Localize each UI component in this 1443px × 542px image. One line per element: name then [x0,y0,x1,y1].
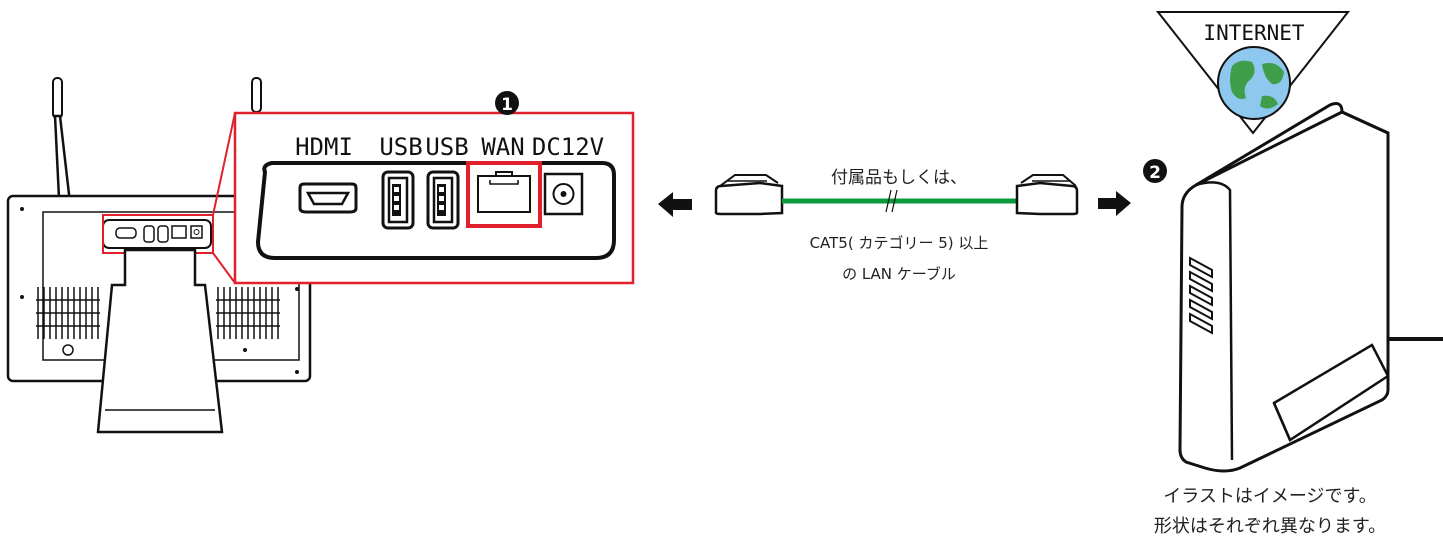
svg-text:2: 2 [1149,163,1161,183]
cable-label-line2: CAT5( カテゴリー 5) 以上 [810,234,989,252]
port-zoom-panel: HDMI USB USB WAN DC12V [233,111,635,285]
step-2-badge: 2 [1143,159,1167,183]
cable-break-mark-2 [891,189,898,213]
hdmi-label: HDMI [295,133,353,161]
router-vents [1189,256,1213,335]
right-antenna [251,77,262,113]
cable-break-mark-1 [885,189,892,213]
left-antenna [52,77,63,119]
wan-label: WAN [481,133,524,161]
right-arrow-icon [1098,191,1131,216]
zoom-line-bottom [212,252,236,284]
internet-sign: INTERNET [1155,11,1351,135]
cable-label-line3: の LAN ケーブル [842,265,956,283]
left-cable-plug [714,181,784,216]
left-arrow-icon [658,192,692,217]
right-cable-plug [1015,181,1079,216]
usb-label-1: USB [379,133,422,161]
wan-port [477,171,531,213]
dc-port [543,172,584,216]
dc-label: DC12V [532,133,604,161]
caption-line-2: 形状はそれぞれ異なります。 [1153,516,1387,537]
usb-label-2: USB [425,133,468,161]
globe-icon [1217,46,1291,120]
lan-cable: 付属品もしくは、 CAT5( カテゴリー 5) 以上 の LAN ケーブル [658,168,1131,283]
right-vents [216,287,280,339]
monitor-stand [96,248,224,434]
left-vents [36,287,100,339]
cable-label-line1: 付属品もしくは、 [831,168,967,188]
internet-label: INTERNET [1203,21,1305,45]
caption-line-1: イラストはイメージです。 [1163,486,1377,507]
zoom-line-top [212,112,236,216]
step-1-badge: 1 [495,91,519,115]
router [1178,102,1443,473]
disclaimer-caption: イラストはイメージです。 形状はそれぞれ異なります。 [1100,482,1440,542]
svg-text:1: 1 [501,95,513,115]
